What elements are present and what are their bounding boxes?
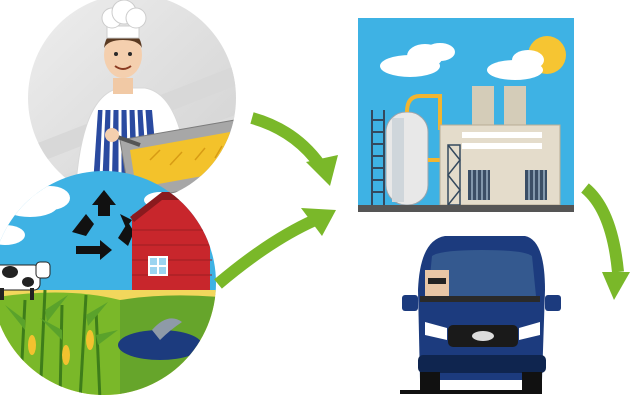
arrow-factory-to-van: [580, 183, 630, 300]
van-panel: [400, 236, 561, 394]
factory-panel: [358, 18, 574, 212]
chef-panel: [28, 0, 236, 202]
arrow-farm-to-factory: [214, 208, 336, 289]
van-badge-icon: [472, 331, 494, 341]
cow-icon: [0, 261, 51, 300]
farm-panel: [0, 171, 216, 395]
arrow-chef-to-factory: [250, 112, 338, 186]
recycle-icon: [72, 190, 134, 260]
